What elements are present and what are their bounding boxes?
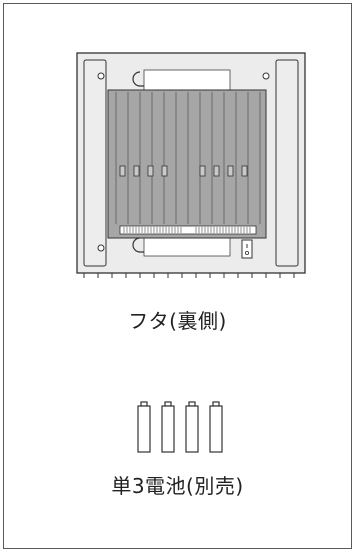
content-frame: フタ(裏側) 単3電池(別売)	[3, 3, 352, 549]
aa-battery-icon	[209, 401, 223, 453]
aa-battery-icon	[185, 401, 199, 453]
cover-caption: フタ(裏側)	[128, 309, 227, 333]
aa-battery-icon	[161, 401, 175, 453]
cover-back-illustration	[76, 52, 306, 278]
aa-battery-icon	[137, 401, 151, 453]
aa-battery-group	[137, 401, 223, 453]
battery-caption: 単3電池(別売)	[111, 474, 244, 498]
